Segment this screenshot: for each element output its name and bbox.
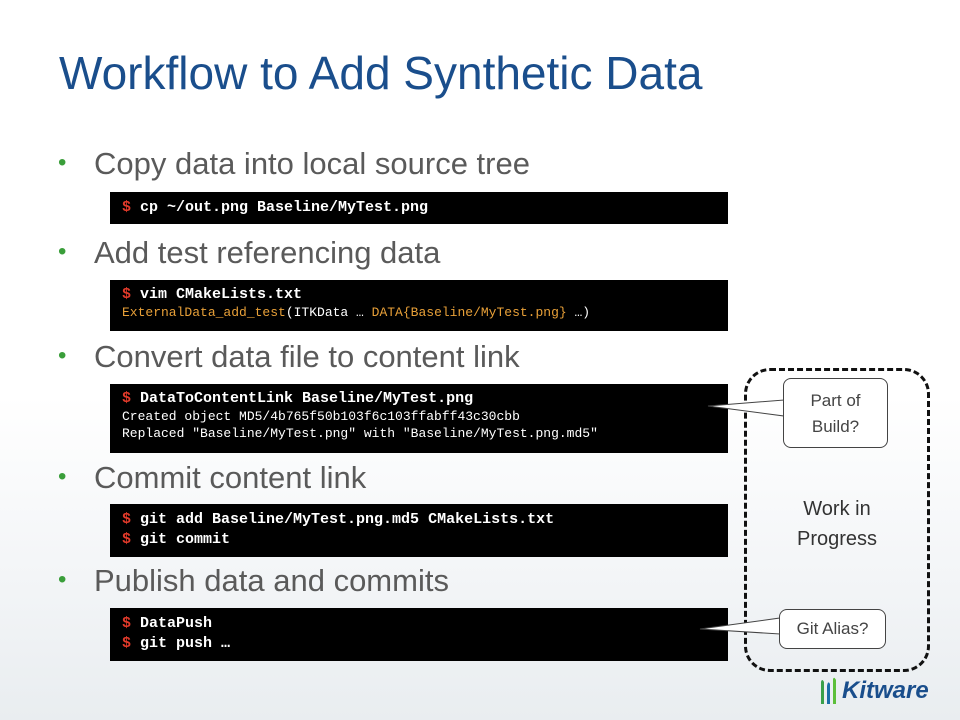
code-line: $ git commit [122, 531, 716, 548]
callout-line: Build? [811, 417, 860, 436]
bullet-convert: • Convert data file to content link [58, 339, 520, 375]
code-text: DataToContentLink Baseline/MyTest.png [140, 390, 474, 407]
bullet-text: Add test referencing data [94, 235, 441, 270]
bullet-text: Publish data and commits [94, 563, 449, 598]
shell-prompt: $ [122, 390, 141, 407]
bullet-text: Convert data file to content link [94, 339, 520, 374]
code-text: vim CMakeLists.txt [140, 286, 303, 303]
shell-prompt: $ [122, 615, 141, 632]
bullet-publish: • Publish data and commits [58, 563, 449, 599]
shell-prompt: $ [122, 199, 141, 216]
shell-prompt: $ [122, 635, 141, 652]
bullet-copy-data: • Copy data into local source tree [58, 146, 530, 182]
bullet-dot: • [58, 463, 67, 490]
bullet-add-test: • Add test referencing data [58, 235, 440, 271]
code-line: Replaced "Baseline/MyTest.png" with "Bas… [122, 426, 716, 441]
kitware-logo: Kitware [818, 674, 929, 708]
bullet-dot: • [58, 238, 67, 265]
wip-line: Progress [796, 528, 878, 550]
code-text: DataPush [140, 615, 213, 632]
code-block-commit: $ git add Baseline/MyTest.png.md5 CMakeL… [110, 504, 728, 557]
code-text: …) [566, 305, 591, 320]
code-line: $ DataToContentLink Baseline/MyTest.png [122, 390, 716, 407]
shell-prompt: $ [122, 286, 141, 303]
bullet-commit: • Commit content link [58, 460, 366, 496]
code-line: $ vim CMakeLists.txt [122, 286, 716, 303]
code-line: ExternalData_add_test(ITKData … DATA{Bas… [122, 305, 716, 320]
shell-prompt: $ [122, 511, 141, 528]
code-text: Created object MD5/4b765f50b103f6c103ffa… [122, 409, 520, 424]
bullet-text: Commit content link [94, 460, 367, 495]
code-highlight: DATA{Baseline/MyTest.png} [371, 305, 567, 320]
wip-line: Work in [803, 498, 871, 520]
bullet-text: Copy data into local source tree [94, 146, 530, 181]
code-highlight: ExternalData_add_test [122, 305, 286, 320]
code-text: cp ~/out.png Baseline/MyTest.png [140, 199, 429, 216]
logo-text: Kitware [842, 677, 929, 704]
page-title: Workflow to Add Synthetic Data [59, 47, 703, 99]
code-text: (ITKData … [285, 305, 372, 320]
part-of-build-pointer [707, 399, 785, 417]
code-block-publish: $ DataPush$ git push … [110, 608, 728, 661]
callout-line: Part of [810, 391, 861, 410]
code-line: $ cp ~/out.png Baseline/MyTest.png [122, 199, 716, 216]
code-text: git push … [140, 635, 231, 652]
git-alias-callout: Git Alias? [779, 609, 886, 649]
code-line: $ DataPush [122, 615, 716, 632]
code-text: git commit [140, 531, 231, 548]
work-in-progress-box [744, 368, 930, 672]
code-text: Replaced "Baseline/MyTest.png" with "Bas… [122, 426, 598, 441]
kitware-leaf-icon [821, 677, 836, 704]
code-line: Created object MD5/4b765f50b103f6c103ffa… [122, 409, 716, 424]
work-in-progress-label: Work in Progress [778, 494, 896, 554]
callout-line: Git Alias? [796, 619, 869, 638]
bullet-dot: • [58, 566, 67, 593]
bullet-dot: • [58, 149, 67, 176]
code-line: $ git add Baseline/MyTest.png.md5 CMakeL… [122, 511, 716, 528]
bullet-dot: • [58, 342, 67, 369]
shell-prompt: $ [122, 531, 141, 548]
git-alias-pointer [699, 617, 781, 635]
part-of-build-callout: Part of Build? [783, 378, 888, 448]
code-text: git add Baseline/MyTest.png.md5 CMakeLis… [140, 511, 555, 528]
code-line: $ git push … [122, 635, 716, 652]
code-block-copy: $ cp ~/out.png Baseline/MyTest.png [110, 192, 728, 224]
